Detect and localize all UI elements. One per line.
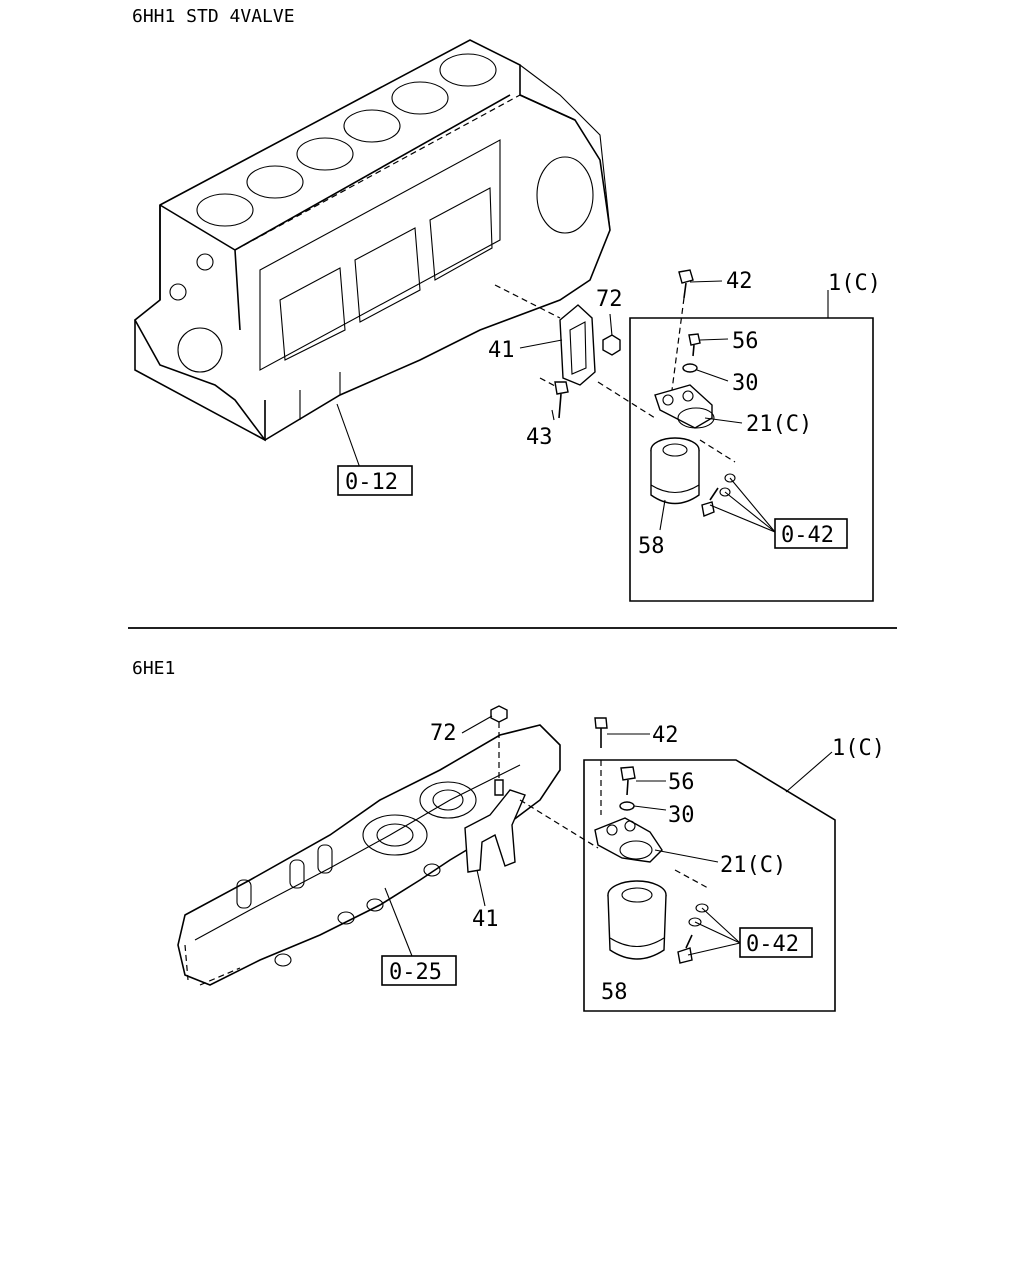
filter-head-21c-bottom-drawing <box>594 817 663 863</box>
label-42-bottom: 42 <box>652 723 679 748</box>
hardware-042-bottom-drawing <box>677 903 709 964</box>
nut-72-drawing <box>602 334 621 356</box>
label-58: 58 <box>638 534 665 559</box>
bolt-43-drawing <box>539 377 569 419</box>
ref-label-0-25: 0-25 <box>389 960 442 985</box>
filter-dash-leader <box>699 439 736 463</box>
top-assembly-frame <box>629 317 874 602</box>
bottom-section: 6HE1 <box>132 658 885 1012</box>
label-58-bottom: 58 <box>601 980 628 1005</box>
ref-label-0-12: 0-12 <box>345 470 398 495</box>
ref-label-0-42-top: 0-42 <box>781 523 834 548</box>
top-leader-lines <box>336 280 829 533</box>
label-72: 72 <box>596 287 623 312</box>
ref-label-0-42-bottom: 0-42 <box>746 932 799 957</box>
filter-head-21c-drawing <box>654 384 715 429</box>
bottom-assembly-frame <box>583 759 836 1012</box>
ref-box-0-42-top[interactable]: 0-42 <box>774 518 848 549</box>
label-41-bottom: 41 <box>472 907 499 932</box>
label-21c-bottom: 21(C) <box>720 853 786 878</box>
bracket-to-head-leader <box>597 381 656 419</box>
top-section-title: 6HH1 STD 4VALVE <box>132 6 295 27</box>
ref-box-0-25[interactable]: 0-25 <box>381 955 457 986</box>
label-30-bottom: 30 <box>668 803 695 828</box>
label-42: 42 <box>726 269 753 294</box>
filter-58-drawing <box>650 437 700 505</box>
washer-30-drawing <box>682 363 698 373</box>
bottom-section-title: 6HE1 <box>132 658 175 679</box>
manifold-drawing <box>177 724 561 986</box>
label-21c: 21(C) <box>746 412 812 437</box>
label-41: 41 <box>488 338 515 363</box>
bottom-leader-lines <box>384 715 833 957</box>
top-section: 6HH1 STD 4VALVE <box>132 6 881 602</box>
ref-box-0-42-bottom[interactable]: 0-42 <box>739 927 813 958</box>
nut-72-bottom-drawing <box>490 705 508 796</box>
bracket-41-bottom-drawing <box>464 789 526 873</box>
bolt-56-bottom-drawing <box>620 766 636 796</box>
hardware-042-drawing <box>701 473 736 517</box>
bolt-56-drawing <box>688 333 701 357</box>
engine-block-drawing <box>133 39 611 442</box>
bracket-41-drawing <box>559 304 596 386</box>
label-72-bottom: 72 <box>430 721 457 746</box>
bolt-42-bottom-drawing <box>594 717 608 815</box>
filter-58-bottom-drawing <box>607 880 667 960</box>
label-1c-bottom: 1(C) <box>832 736 885 761</box>
label-56-bottom: 56 <box>668 770 695 795</box>
bolt-42-drawing <box>671 269 694 391</box>
ref-box-0-12[interactable]: 0-12 <box>337 465 413 496</box>
bracket-to-head-leader-bottom <box>519 799 599 849</box>
washer-30-bottom-drawing <box>619 801 635 811</box>
label-43: 43 <box>526 425 553 450</box>
filter-dash-leader-bottom <box>674 869 709 889</box>
label-1c: 1(C) <box>828 271 881 296</box>
label-56: 56 <box>732 329 759 354</box>
label-30: 30 <box>732 371 759 396</box>
